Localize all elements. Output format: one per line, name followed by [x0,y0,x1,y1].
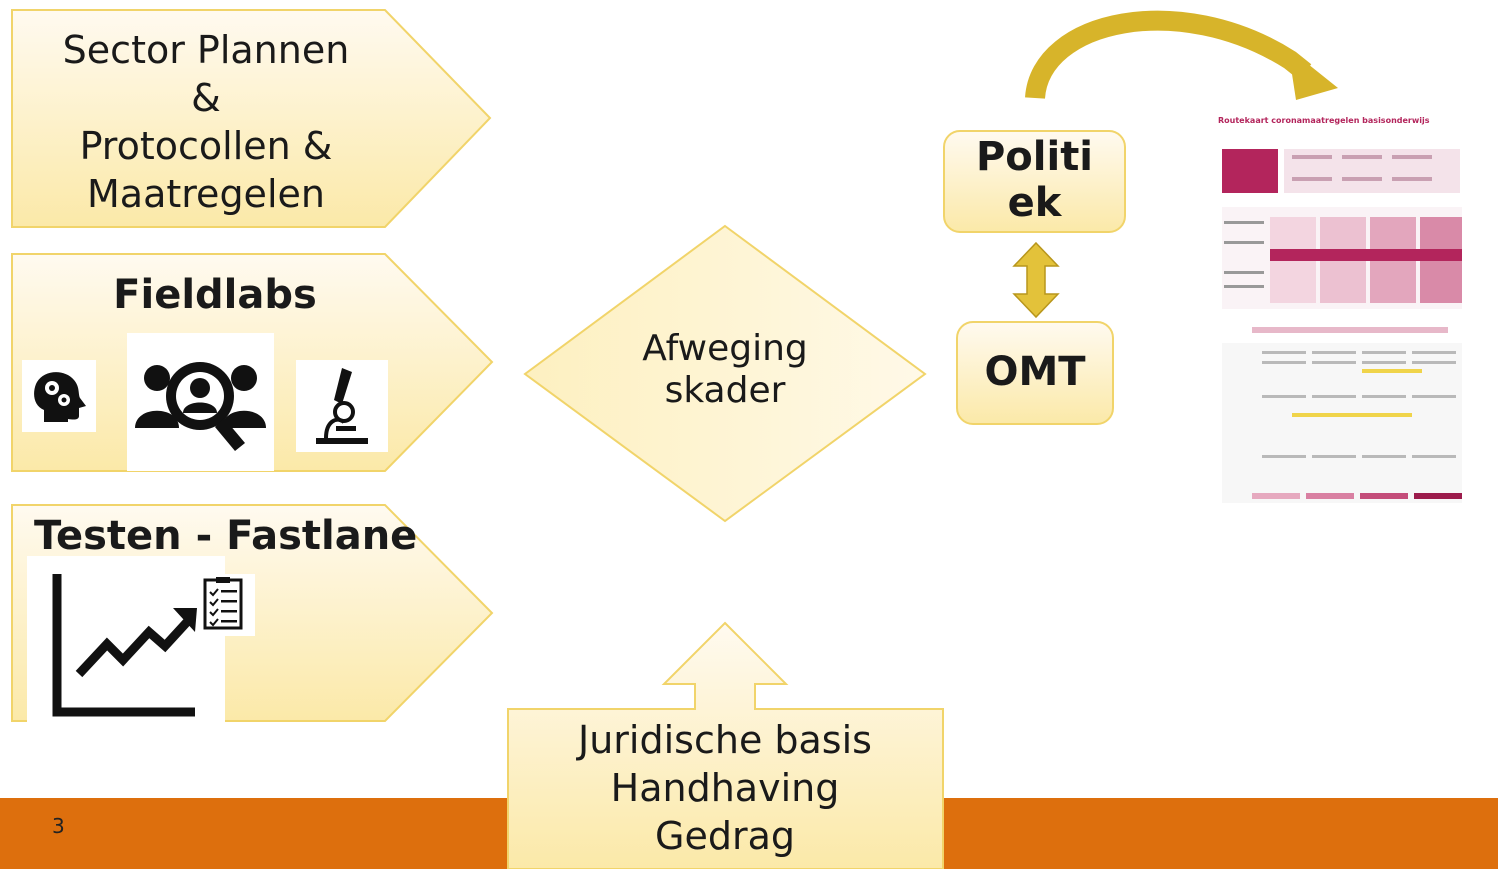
sector-label: Sector Plannen & Protocollen & Maatregel… [30,26,382,218]
curved-arrow-head [1288,48,1338,100]
omt-box [956,321,1114,425]
testen-title: Testen - Fastlane [34,513,418,559]
checklist-icon [197,574,255,636]
politiek-box [943,130,1126,233]
sector-line-1: Sector Plannen [62,28,350,72]
document-body [1222,149,1462,503]
juridische-line-2: Handhaving [610,766,840,810]
juridische-line-3: Gedrag [655,814,795,858]
juridische-line-1: Juridische basis [578,718,872,762]
sector-line-2: & [191,76,221,120]
afweging-line-2: skader [664,370,786,411]
double-arrow [1012,241,1060,319]
politiek-line-2: ek [1007,180,1062,226]
afweging-line-1: Afweging [642,328,808,369]
sector-line-4: Maatregelen [87,172,325,216]
document-preview: Routekaart coronamaatregelen basisonderw… [1212,112,1470,520]
curved-arrow [1025,10,1312,100]
document-title: Routekaart coronamaatregelen basisonderw… [1218,116,1430,125]
trend-chart-icon [27,556,225,722]
people-magnifier-icon [127,333,274,471]
politiek-label: Politi ek [944,134,1125,226]
head-gears-icon [22,360,96,432]
juridische-label: Juridische basis Handhaving Gedrag [515,716,935,860]
juridische-up-arrow [507,621,944,869]
microscope-icon [296,360,388,452]
sector-chevron [11,9,492,228]
afweging-diamond [523,224,927,523]
politiek-line-1: Politi [975,134,1094,180]
sector-line-3: Protocollen & [79,124,333,168]
omt-label: OMT [984,349,1086,395]
afweging-label: Afweging skader [600,328,850,412]
page-number: 3 [52,814,65,838]
fieldlabs-title: Fieldlabs [113,272,317,318]
